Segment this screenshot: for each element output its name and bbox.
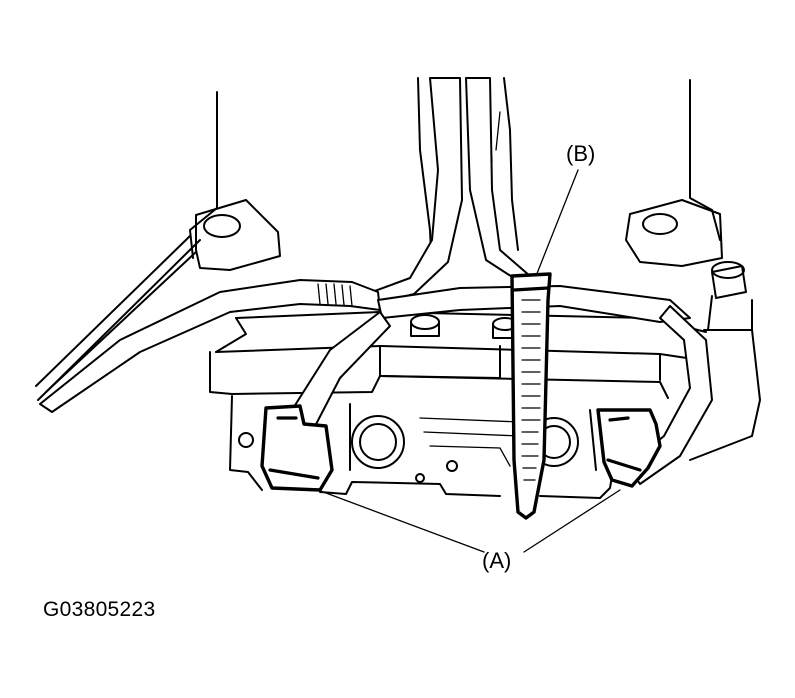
cable-tie-b xyxy=(510,272,552,520)
transmission-housing xyxy=(35,77,761,461)
leader-lines xyxy=(317,169,621,553)
leader-line-b xyxy=(535,169,579,277)
callout-label-b: (B) xyxy=(566,141,596,166)
harness-clips-a xyxy=(260,404,662,492)
valve-body xyxy=(209,311,707,499)
leader-line-a-left xyxy=(317,489,485,553)
figure-code: G03805223 xyxy=(43,598,156,621)
leader-line-a-right xyxy=(523,489,621,553)
callout-label-a: (A) xyxy=(482,548,512,573)
